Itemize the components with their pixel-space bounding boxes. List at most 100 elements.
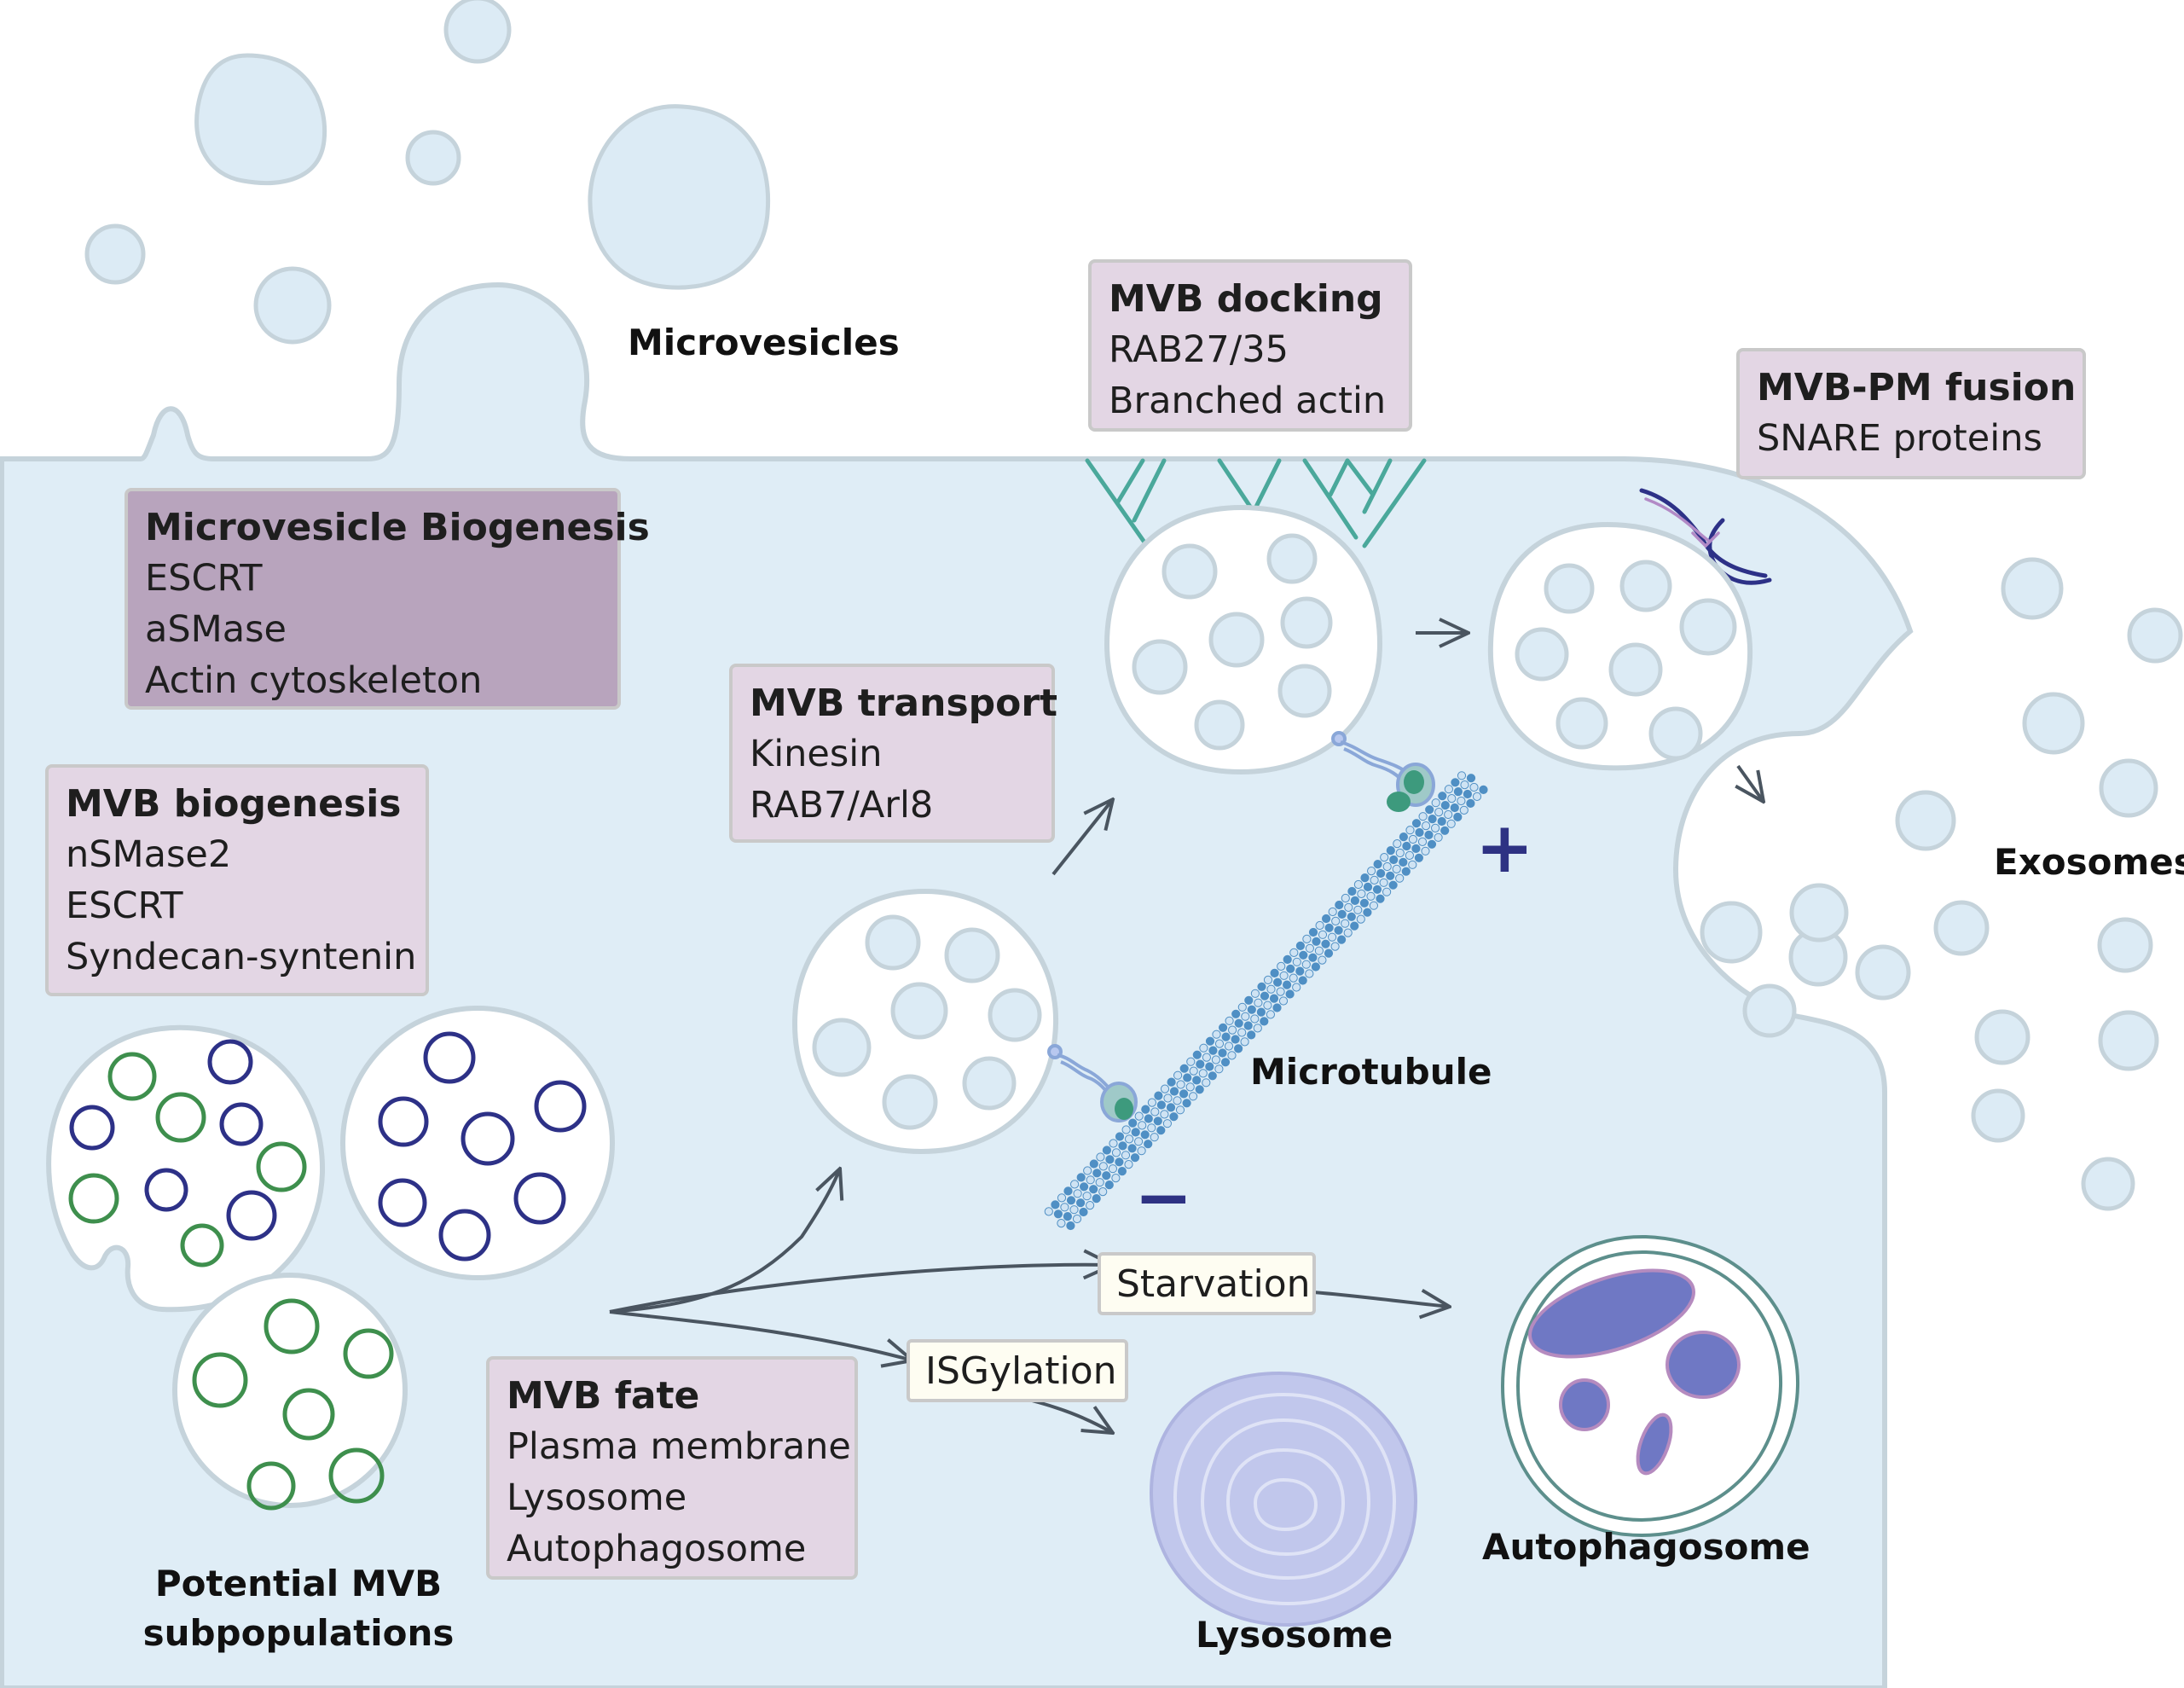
tubulin-subunit xyxy=(1095,1178,1104,1187)
tubulin-subunit xyxy=(1225,1016,1234,1025)
tubulin-subunit xyxy=(1411,844,1421,854)
tubulin-subunit xyxy=(1330,942,1340,951)
tubulin-subunit xyxy=(1205,1062,1214,1071)
tubulin-subunit xyxy=(1138,1121,1147,1130)
tubulin-subunit xyxy=(1134,1111,1144,1121)
tubulin-subunit xyxy=(1063,1212,1073,1221)
mvb-transport-box: MVB transport Kinesin RAB7/Arl8 xyxy=(729,664,1057,843)
microvesicle xyxy=(84,223,146,285)
tubulin-subunit xyxy=(1278,996,1289,1006)
box-item: aSMase xyxy=(145,608,287,651)
tubulin-subunit xyxy=(1421,846,1430,856)
tubulin-subunit xyxy=(1411,819,1422,828)
tubulin-subunit xyxy=(1308,927,1318,937)
potential-mvb-line2: subpopulations xyxy=(142,1612,455,1654)
arrow-to-lysosome xyxy=(609,1310,912,1360)
tubulin-subunit xyxy=(1260,991,1270,1001)
exosome xyxy=(1974,1009,2030,1065)
tubulin-subunit xyxy=(1263,975,1273,985)
microvesicle xyxy=(588,104,771,290)
tubulin-subunit xyxy=(1369,901,1379,910)
tubulin-subunit xyxy=(1208,1046,1218,1055)
tubulin-subunit xyxy=(1440,826,1450,835)
tubulin-subunit xyxy=(1466,774,1476,783)
tubulin-subunit xyxy=(1072,1214,1082,1224)
tubulin-subunit xyxy=(1247,1005,1256,1014)
tubulin-subunit xyxy=(1211,1055,1221,1064)
tubulin-subunit xyxy=(1431,798,1440,808)
tubulin-subunit xyxy=(1111,1148,1121,1157)
minus-end-sign: − xyxy=(1134,1157,1193,1238)
tubulin-subunit xyxy=(1305,943,1315,953)
tubulin-subunit xyxy=(1273,977,1283,987)
tubulin-subunit xyxy=(1347,912,1356,921)
tubulin-subunit xyxy=(1431,823,1440,833)
tubulin-subunit xyxy=(1102,1146,1112,1155)
lysosome-organelle xyxy=(1149,1371,1418,1627)
mvb xyxy=(172,1273,408,1508)
tubulin-subunit xyxy=(1334,925,1343,935)
tubulin-subunit xyxy=(1260,1017,1269,1026)
tubulin-subunit xyxy=(1295,966,1305,976)
tubulin-subunit xyxy=(1202,1078,1211,1088)
exosome xyxy=(2081,1157,2135,1211)
tubulin-subunit xyxy=(1373,860,1382,869)
microvesicles-label: Microvesicles xyxy=(628,322,900,363)
arrow-starvation-continue xyxy=(1312,1292,1450,1307)
tubulin-subunit xyxy=(1227,1051,1237,1060)
tubulin-subunit xyxy=(1324,948,1334,958)
tubulin-subunit xyxy=(1360,873,1370,883)
tubulin-subunit xyxy=(1253,1024,1262,1033)
tubulin-subunit xyxy=(1285,989,1295,999)
tubulin-subunit xyxy=(1415,827,1424,838)
tubulin-subunit xyxy=(1150,1107,1160,1117)
mvb-subpopulation-navy xyxy=(340,1006,615,1280)
potential-mvb-line1: Potential MVB xyxy=(154,1563,443,1604)
microvesicle xyxy=(253,266,332,345)
tubulin-subunit xyxy=(1231,1035,1240,1044)
tubulin-subunit xyxy=(1173,1070,1183,1080)
tubulin-subunit xyxy=(1257,982,1266,991)
tubulin-subunit xyxy=(1318,930,1328,939)
tubulin-subunit xyxy=(1393,839,1402,849)
tubulin-subunit xyxy=(1305,969,1314,978)
box-item: SNARE proteins xyxy=(1757,417,2042,460)
tubulin-subunit xyxy=(1382,887,1392,896)
tubulin-subunit xyxy=(1076,1198,1086,1208)
box-title: MVB biogenesis xyxy=(66,782,402,826)
tubulin-subunit xyxy=(1219,1023,1228,1032)
tubulin-subunit xyxy=(1388,880,1398,890)
exosome xyxy=(1700,901,1763,964)
tubulin-subunit xyxy=(1460,780,1469,790)
box-item: Syndecan-syntenin xyxy=(66,936,417,978)
tubulin-subunit xyxy=(1447,794,1457,803)
tubulin-subunit xyxy=(1444,809,1453,820)
tubulin-subunit xyxy=(1147,1098,1157,1107)
tubulin-subunit xyxy=(1359,898,1370,908)
tubulin-subunit xyxy=(1363,882,1373,892)
tubulin-subunit xyxy=(1256,1007,1266,1017)
tubulin-subunit xyxy=(1089,1159,1098,1169)
tubulin-subunit xyxy=(1366,891,1376,901)
tubulin-subunit xyxy=(1337,935,1347,944)
exosome xyxy=(2001,557,2064,620)
tubulin-subunit xyxy=(1134,1137,1144,1146)
tubulin-subunit xyxy=(1092,1194,1101,1204)
tubulin-subunit xyxy=(1169,1112,1179,1122)
tubulin-subunit xyxy=(1144,1140,1153,1149)
tubulin-subunit xyxy=(1292,983,1301,992)
tubulin-subunit xyxy=(1299,950,1308,960)
tubulin-subunit xyxy=(1395,873,1405,883)
tubulin-subunit xyxy=(1167,1077,1176,1087)
tubulin-subunit xyxy=(1401,867,1411,876)
tubulin-subunit xyxy=(1073,1189,1082,1198)
tubulin-subunit xyxy=(1277,961,1286,972)
tubulin-subunit xyxy=(1234,1044,1243,1053)
box-item: ESCRT xyxy=(145,557,263,600)
tubulin-subunit xyxy=(1418,812,1428,821)
tubulin-subunit xyxy=(1289,973,1298,983)
exosome xyxy=(1971,1088,2025,1143)
exosome xyxy=(2022,692,2085,755)
tubulin-subunit xyxy=(1140,1130,1150,1140)
tubulin-subunit xyxy=(1102,1171,1111,1180)
